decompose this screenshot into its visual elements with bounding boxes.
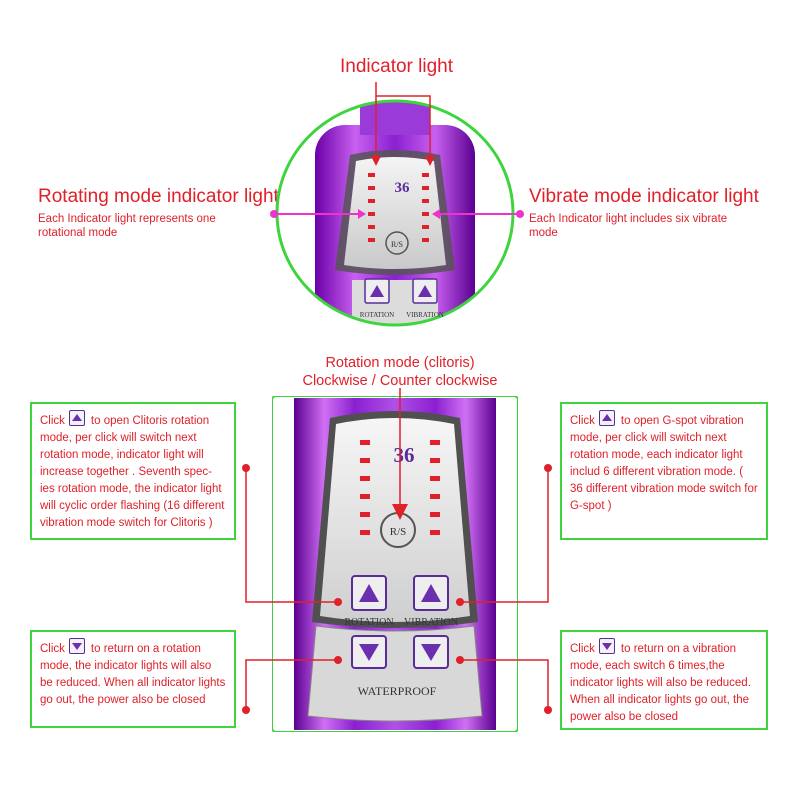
count-display-top: 36 (395, 180, 411, 196)
note-rotation-down-text: to return on a rotation mode, the indica… (40, 643, 226, 706)
indicator-light-title: Indicator light (340, 56, 454, 77)
note-vibration-up-text: to open G-spot vibration mode, per click… (570, 415, 758, 512)
up-arrow-icon (68, 410, 85, 426)
rotation-label-top: ROTATION (360, 311, 394, 319)
note-rotation-down-prefix: Click (40, 643, 65, 655)
count-display: 36 (394, 443, 415, 467)
rotation-label: ROTATION (344, 617, 393, 628)
device-closeup-circle: 36 R/S ROTATION VIBRATION (275, 99, 515, 327)
waterproof-label: WATERPROOF (358, 684, 437, 698)
top-connectors (270, 82, 524, 219)
vibration-label-top: VIBRATION (406, 311, 444, 319)
up-arrow-icon (598, 410, 615, 426)
note-rotation-up-text: to open Clitoris rotation mode, per clic… (40, 415, 225, 529)
rotation-down-button[interactable] (351, 635, 387, 669)
device-panel: 36 R/S ROTATION VIBRATION WATERPROOF (272, 396, 518, 732)
rotation-mode-line2: Clockwise / Counter clockwise (302, 373, 498, 389)
note-rotation-up-prefix: Click (40, 415, 65, 427)
note-vibration-up-prefix: Click (570, 415, 595, 427)
rotation-mode-line1: Rotation mode (clitoris) (325, 355, 475, 371)
rotation-mode-title: Rotation mode (clitoris) Clockwise / Cou… (290, 354, 510, 390)
rs-button-top: R/S (391, 240, 403, 249)
down-arrow-icon (598, 638, 615, 654)
vibrate-mode-title: Vibrate mode indicator light (529, 186, 759, 207)
bottom-connectors (242, 388, 552, 714)
down-arrow-icon (68, 638, 85, 654)
vibration-down-button[interactable] (413, 635, 449, 669)
rotating-mode-desc: Each Indicator light represents one rota… (38, 213, 216, 239)
note-vibration-down-prefix: Click (570, 643, 595, 655)
vibration-label: VIBRATION (404, 617, 458, 628)
rs-button[interactable]: R/S (390, 526, 407, 538)
rotating-mode-title: Rotating mode indicator light (38, 186, 279, 207)
note-vibration-down-text: to return on a vibration mode, each swit… (570, 643, 751, 723)
vibration-up-button[interactable] (413, 575, 449, 611)
rotation-up-button[interactable] (351, 575, 387, 611)
vibrate-mode-desc: Each Indicator light includes six vibrat… (529, 213, 728, 239)
